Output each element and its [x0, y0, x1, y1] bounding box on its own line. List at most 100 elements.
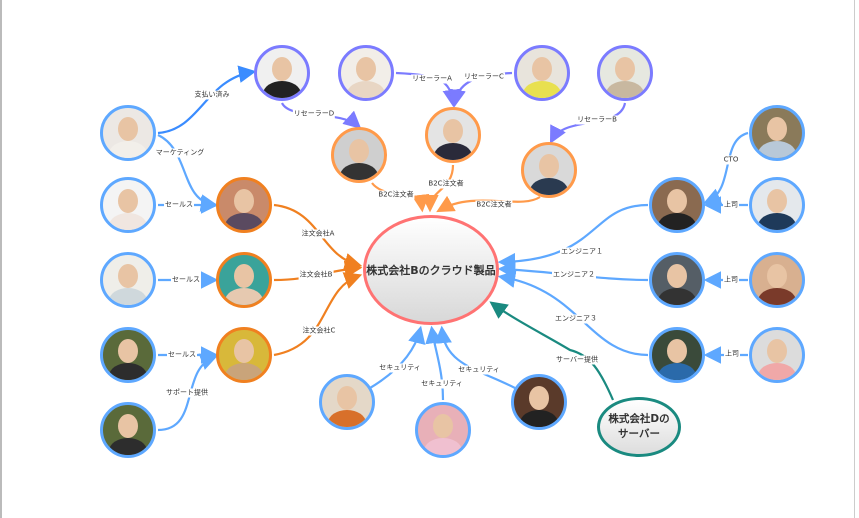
person-avatar-icon	[234, 189, 254, 213]
edge-label: マーケティング	[154, 148, 206, 158]
person-body-icon	[658, 213, 696, 230]
server-label-line2: サーバー	[618, 428, 660, 440]
edge-label: CTO	[722, 155, 740, 165]
person-avatar-icon	[118, 117, 138, 141]
edge-label: B2C注文者	[475, 200, 513, 210]
edge-paid	[157, 65, 257, 135]
person-node[interactable]	[511, 374, 567, 430]
edge-b2c2	[421, 164, 455, 213]
person-body-icon	[606, 81, 644, 98]
person-body-icon	[347, 81, 385, 98]
person-avatar-icon	[272, 57, 292, 81]
person-node[interactable]	[415, 402, 471, 458]
person-avatar-icon	[356, 57, 376, 81]
edge-label: 注文会社A	[300, 229, 336, 239]
person-body-icon	[758, 213, 796, 230]
person-avatar-icon	[767, 189, 787, 213]
person-node[interactable]	[100, 327, 156, 383]
person-avatar-icon	[118, 339, 138, 363]
person-node[interactable]	[649, 177, 705, 233]
person-avatar-icon	[667, 189, 687, 213]
person-avatar-icon	[234, 339, 254, 363]
person-body-icon	[109, 141, 147, 158]
person-node[interactable]	[749, 177, 805, 233]
person-body-icon	[523, 81, 561, 98]
person-node[interactable]	[100, 105, 156, 161]
person-avatar-icon	[118, 264, 138, 288]
person-avatar-icon	[433, 414, 453, 438]
person-body-icon	[225, 213, 263, 230]
edge-label: セキュリティ	[457, 365, 501, 375]
person-avatar-icon	[337, 386, 357, 410]
person-node[interactable]	[521, 142, 577, 198]
edge-label: エンジニア２	[552, 270, 596, 280]
server-label-line1: 株式会社Dの	[608, 413, 670, 425]
person-avatar-icon	[529, 386, 549, 410]
edge-sec3	[434, 325, 516, 389]
person-avatar-icon	[767, 339, 787, 363]
person-node[interactable]	[649, 252, 705, 308]
person-node[interactable]	[749, 105, 805, 161]
person-avatar-icon	[443, 119, 463, 143]
person-node[interactable]	[338, 45, 394, 101]
edge-sec2	[425, 325, 445, 401]
person-body-icon	[758, 363, 796, 380]
person-avatar-icon	[767, 117, 787, 141]
person-body-icon	[658, 363, 696, 380]
edge-label: セールス	[171, 275, 201, 285]
person-avatar-icon	[667, 264, 687, 288]
person-node[interactable]	[331, 127, 387, 183]
person-body-icon	[340, 163, 378, 180]
person-body-icon	[109, 363, 147, 380]
person-node[interactable]	[749, 252, 805, 308]
person-node[interactable]	[100, 402, 156, 458]
central-product-node[interactable]: 株式会社Bのクラウド製品	[363, 215, 499, 325]
person-body-icon	[109, 438, 147, 455]
person-body-icon	[109, 288, 147, 305]
edge-label: リセーラーC	[463, 72, 505, 82]
person-node[interactable]	[514, 45, 570, 101]
edge-label: リセーラーD	[292, 109, 336, 119]
person-node[interactable]	[749, 327, 805, 383]
edge-label: 上司	[723, 275, 739, 285]
person-node[interactable]	[216, 252, 272, 308]
edge-label: セキュリティ	[420, 379, 464, 389]
edge-label: 上司	[724, 349, 740, 359]
edge-label: セキュリティ	[378, 363, 422, 373]
person-body-icon	[328, 410, 366, 427]
person-body-icon	[263, 81, 301, 98]
person-node[interactable]	[216, 327, 272, 383]
person-node[interactable]	[597, 45, 653, 101]
person-avatar-icon	[118, 189, 138, 213]
edge-label: B2C注文者	[427, 179, 465, 189]
edge-label: サーバー提供	[555, 355, 599, 365]
person-node[interactable]	[100, 177, 156, 233]
person-avatar-icon	[615, 57, 635, 81]
edge-label: エンジニア１	[560, 247, 604, 257]
person-body-icon	[658, 288, 696, 305]
edge-label: セールス	[164, 200, 194, 210]
person-node[interactable]	[216, 177, 272, 233]
edge-label: サポート提供	[165, 388, 209, 398]
person-body-icon	[424, 438, 462, 455]
central-product-label: 株式会社Bのクラウド製品	[366, 264, 496, 277]
person-avatar-icon	[767, 264, 787, 288]
edge-label: セールス	[167, 350, 197, 360]
edge-cto	[702, 131, 749, 205]
person-node[interactable]	[425, 107, 481, 163]
person-avatar-icon	[349, 139, 369, 163]
edge-label: リセーラーB	[576, 115, 618, 125]
person-node[interactable]	[649, 327, 705, 383]
person-body-icon	[434, 143, 472, 160]
person-node[interactable]	[254, 45, 310, 101]
server-node[interactable]: 株式会社Dの サーバー	[597, 397, 681, 457]
edge-server	[489, 301, 615, 401]
edge-orderC	[273, 272, 363, 357]
person-node[interactable]	[100, 252, 156, 308]
edge-label: エンジニア３	[554, 314, 598, 324]
person-avatar-icon	[234, 264, 254, 288]
person-node[interactable]	[319, 374, 375, 430]
person-body-icon	[520, 410, 558, 427]
edge-sec1	[369, 325, 426, 389]
